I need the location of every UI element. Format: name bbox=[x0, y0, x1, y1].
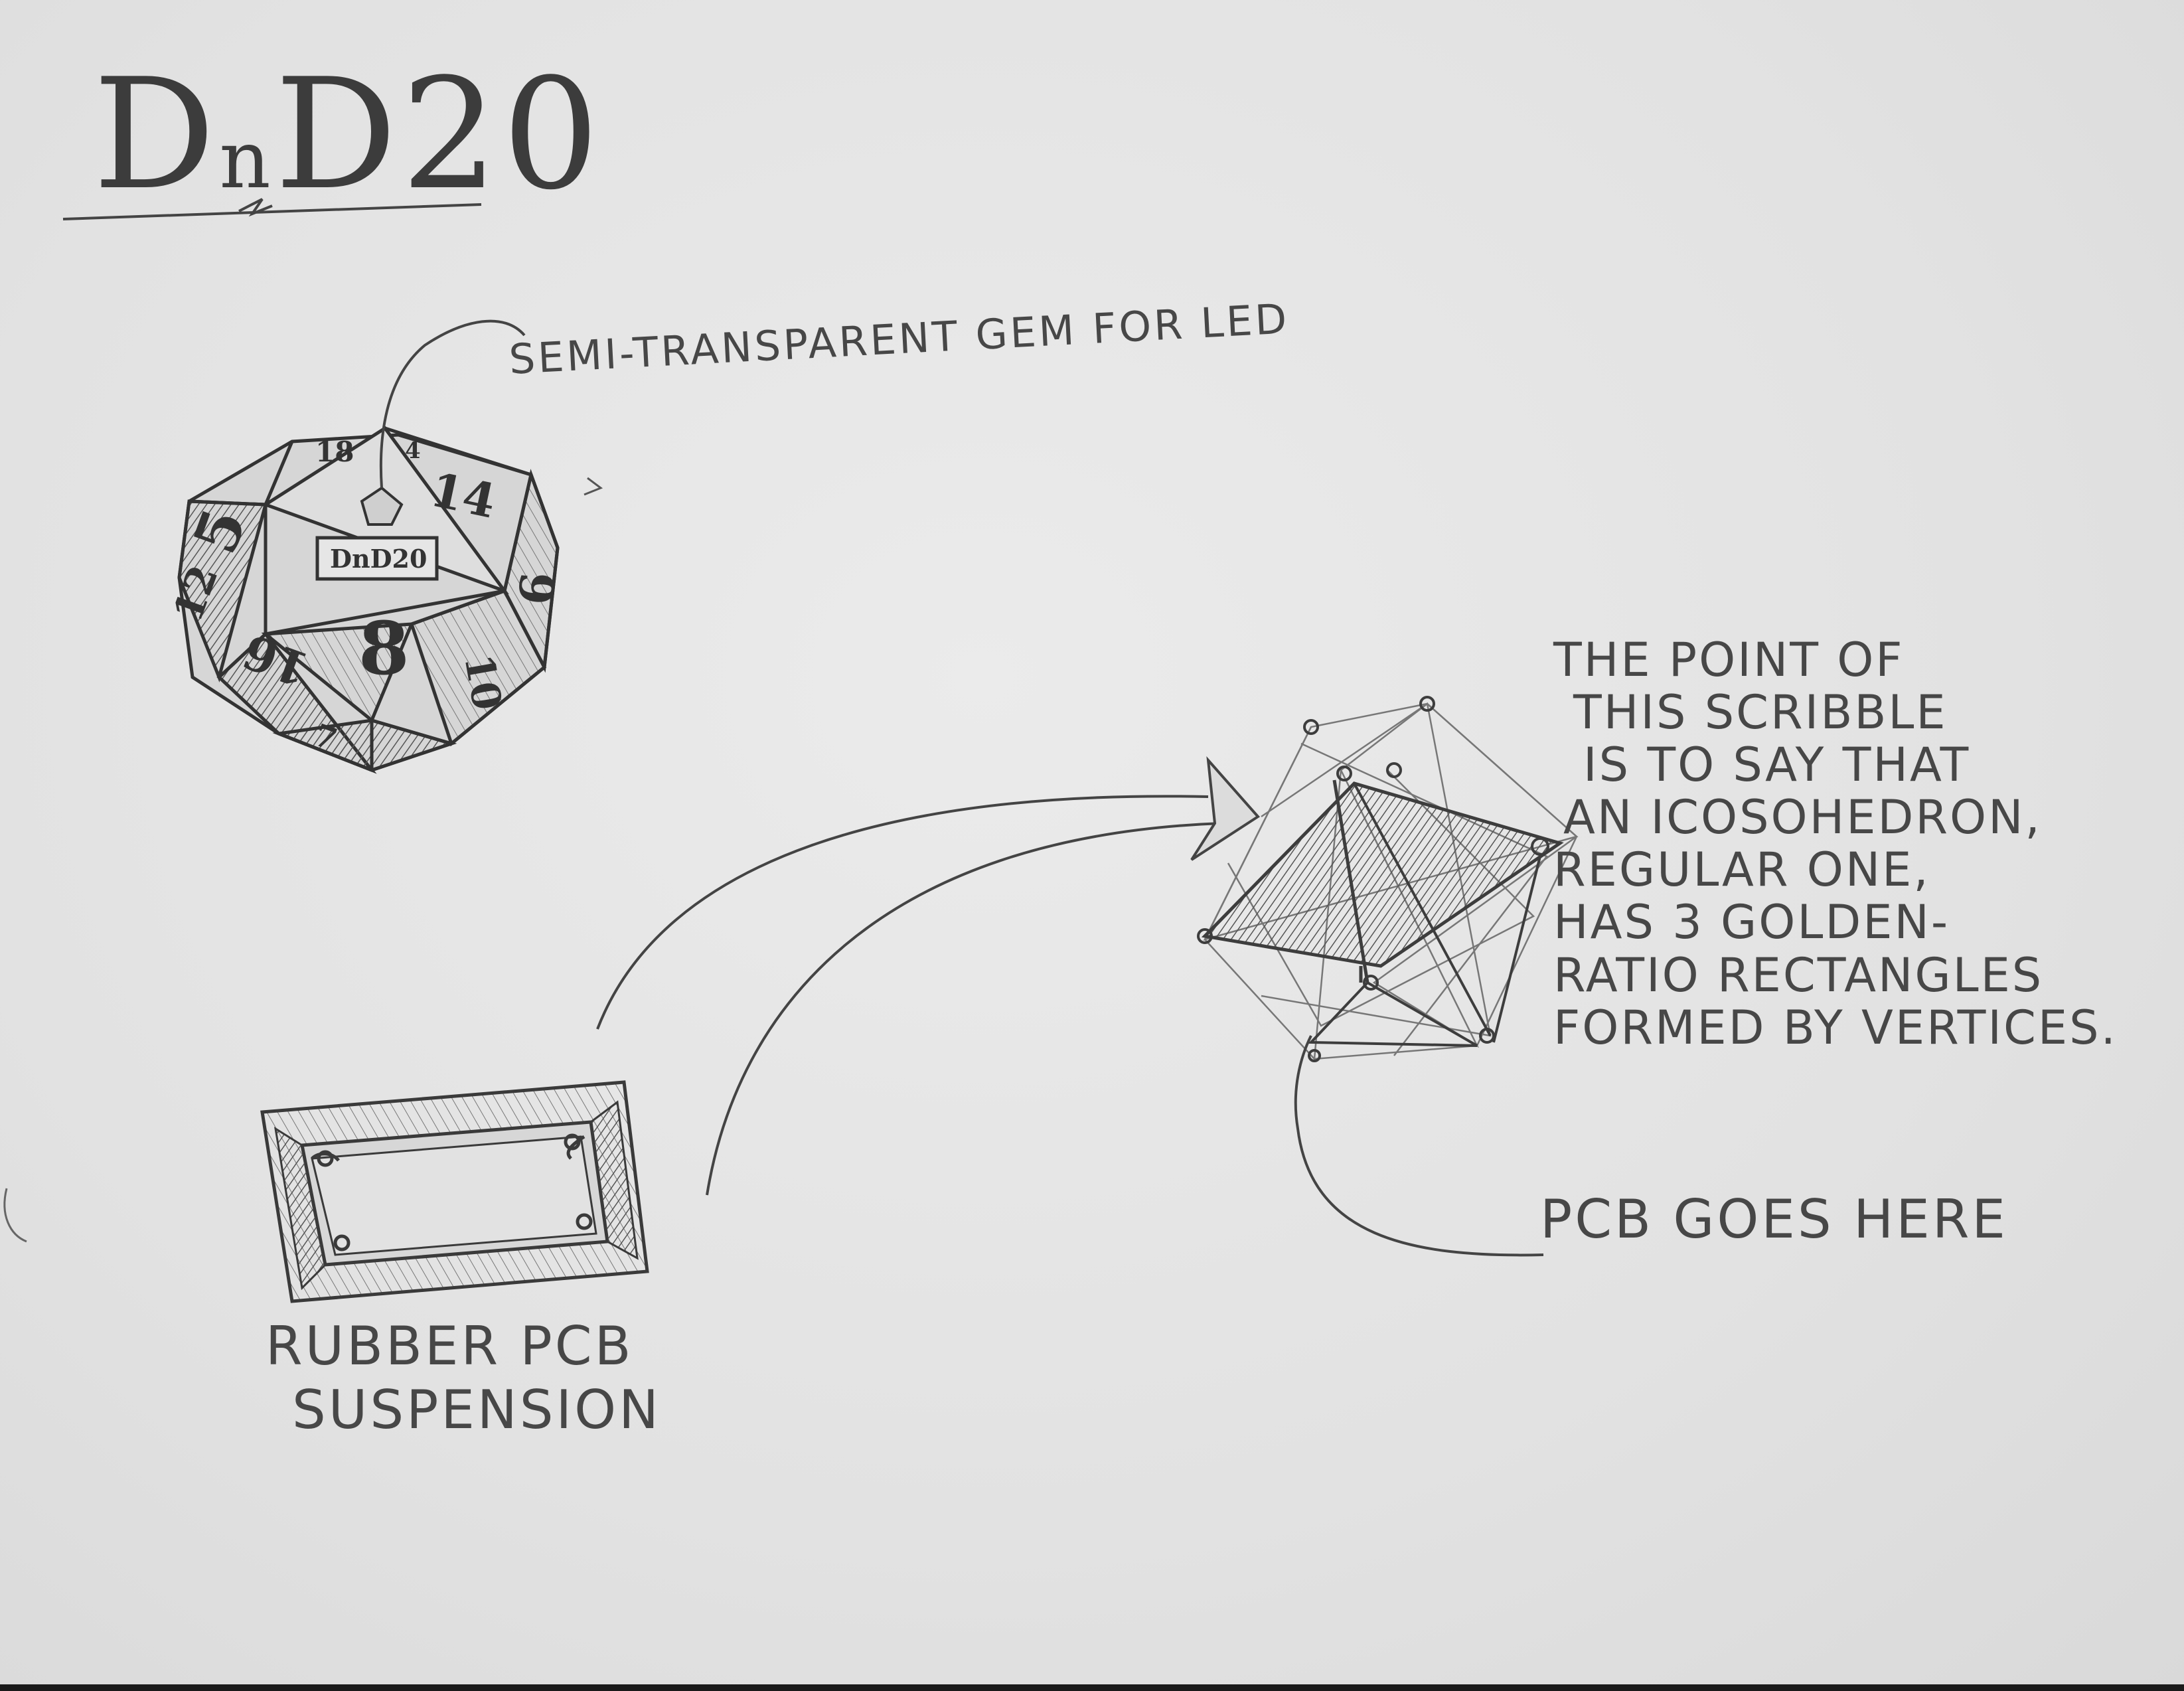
die-number: 4 bbox=[405, 438, 421, 464]
pcb-goes-here-label: PCB GOES HERE bbox=[1540, 1188, 2008, 1250]
note-line: HAS 3 GOLDEN- bbox=[1553, 896, 2118, 949]
gem-pointer-tick bbox=[584, 478, 601, 495]
note-line: AN ICOSOHEDRON, bbox=[1553, 791, 2118, 844]
d20-die: DnD20 18 4 14 5 12 9 16 8 10 7 bbox=[165, 428, 564, 770]
icosahedron-scribble bbox=[1198, 697, 1577, 1061]
die-number: 8 bbox=[358, 605, 410, 691]
die-badge: DnD20 bbox=[330, 544, 427, 574]
edge-mark bbox=[5, 1188, 27, 1242]
icosahedron-note: THE POINT OF THIS SCRIBBLE IS TO SAY THA… bbox=[1553, 634, 2118, 1054]
die-number: 10 bbox=[455, 651, 510, 713]
note-line: THIS SCRIBBLE bbox=[1553, 686, 2118, 739]
arrowhead bbox=[1192, 760, 1258, 860]
die-number: 9 bbox=[507, 570, 565, 607]
rubber-label-line: RUBBER PCB bbox=[266, 1315, 661, 1378]
sketch-title: DnD20 bbox=[93, 46, 603, 224]
title-small: n bbox=[219, 114, 274, 206]
golden-rectangle bbox=[1205, 783, 1560, 966]
die-number: 18 bbox=[315, 436, 354, 468]
note-line: RATIO RECTANGLES bbox=[1553, 949, 2118, 1002]
note-line: REGULAR ONE, bbox=[1553, 844, 2118, 896]
pcb-leader-line bbox=[1296, 1036, 1543, 1255]
note-line: IS TO SAY THAT bbox=[1553, 739, 2118, 791]
arrow-upper bbox=[597, 796, 1208, 1029]
rubber-label-line: SUSPENSION bbox=[266, 1378, 661, 1442]
rubber-suspension-frame bbox=[262, 1082, 647, 1301]
title-prefix: D bbox=[93, 46, 219, 224]
title-suffix: D20 bbox=[275, 46, 603, 224]
note-line: THE POINT OF bbox=[1553, 634, 2118, 686]
scan-edge bbox=[0, 1684, 2184, 1691]
note-line: FORMED BY VERTICES. bbox=[1553, 1002, 2118, 1054]
arrow-lower bbox=[707, 823, 1221, 1195]
rubber-suspension-label: RUBBER PCB SUSPENSION bbox=[266, 1315, 661, 1442]
